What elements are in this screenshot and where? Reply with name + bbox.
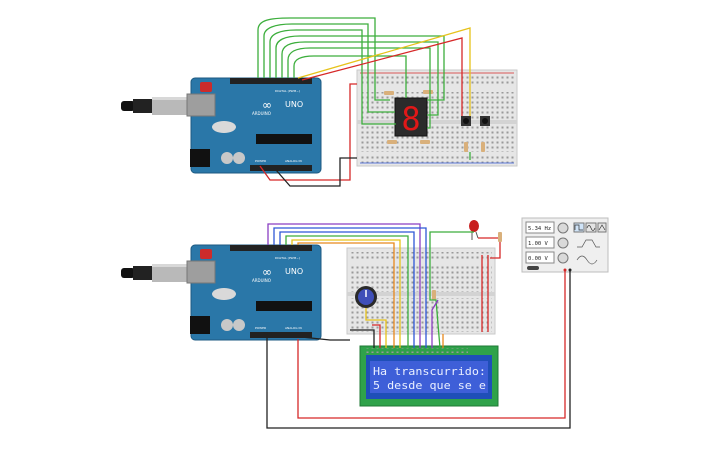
model-label: UNO (285, 267, 303, 276)
resistor-icon (387, 140, 397, 144)
resistor-icon (423, 90, 433, 94)
crystal-icon (212, 121, 236, 133)
sine-preview-icon (576, 255, 598, 265)
resistor-icon (481, 142, 485, 152)
arduino-uno-bottom[interactable]: ∞ UNO ARDUINO DIGITAL (PWM~) POWER ANALO… (186, 244, 322, 341)
wires-bottom (262, 223, 571, 429)
digital-label: DIGITAL (PWM~) (275, 89, 300, 93)
usb-port-icon (186, 260, 216, 284)
usb-cable-top[interactable] (121, 97, 190, 115)
usb-port-icon (186, 93, 216, 117)
lcd-pin-header (366, 348, 468, 353)
offset-knob[interactable] (557, 252, 569, 264)
resistor-icon (384, 91, 394, 95)
arduino-logo-icon: ∞ (262, 98, 272, 112)
digital-label: DIGITAL (PWM~) (275, 256, 300, 260)
amplitude-knob[interactable] (557, 237, 569, 249)
led-red[interactable] (469, 220, 479, 240)
pushbutton-cap-icon (463, 118, 469, 124)
lcd-line-2: 5 desde que se e (373, 379, 486, 392)
bottom-circuit: ∞ UNO ARDUINO DIGITAL (PWM~) POWER ANALO… (121, 217, 609, 429)
potentiometer[interactable] (355, 286, 377, 308)
power-switch[interactable] (527, 266, 539, 270)
breadboard-top[interactable] (356, 69, 518, 167)
frequency-display (525, 221, 555, 234)
power-label: POWER (255, 159, 266, 163)
power-label: POWER (255, 326, 266, 330)
lcd-line-1: Ha transcurrido: (373, 365, 486, 378)
analog-label: ANALOG IN (285, 326, 302, 330)
reset-button[interactable] (200, 249, 212, 259)
trapezoid-wave-icon (577, 239, 600, 248)
pushbutton-cap-icon (482, 118, 488, 124)
digital-header (230, 245, 312, 251)
capacitor-icon (233, 319, 245, 331)
resistor-icon (432, 290, 436, 300)
function-generator[interactable]: 5.34 Hz 1.00 V 0.00 V (521, 217, 609, 273)
resistor-icon (498, 232, 502, 242)
triangle-wave-icon (598, 224, 606, 231)
usb-cable-bottom[interactable] (121, 264, 190, 282)
offset-value: 0.00 V (528, 256, 549, 262)
brand-label: ARDUINO (252, 111, 271, 116)
offset-display (525, 251, 555, 264)
power-jack-icon (190, 316, 210, 334)
frequency-knob[interactable] (557, 222, 569, 234)
top-circuit: ∞ UNO ARDUINO DIGITAL (PWM~) POWER ANALO… (121, 17, 518, 187)
capacitor-icon (221, 319, 233, 331)
digital-header (230, 78, 312, 84)
resistor-icon (464, 142, 468, 152)
model-label: UNO (285, 100, 303, 109)
crystal-icon (212, 288, 236, 300)
sine-wave-icon (586, 225, 596, 231)
resistor-icon (420, 140, 430, 144)
triangle-wave-button[interactable] (597, 222, 607, 233)
segment-digit: 8 (401, 100, 420, 138)
atmega-chip-icon (256, 134, 312, 144)
breadboard-bottom[interactable] (346, 247, 496, 335)
brand-label: ARDUINO (252, 278, 271, 283)
capacitor-icon (221, 152, 233, 164)
power-analog-header (250, 165, 312, 171)
amplitude-value: 1.00 V (528, 241, 549, 247)
lcd-16x2[interactable]: Ha transcurrido: 5 desde que se e (359, 345, 499, 407)
reset-button[interactable] (200, 82, 212, 92)
wires-top (257, 17, 471, 187)
atmega-chip-icon (256, 301, 312, 311)
capacitor-icon (233, 152, 245, 164)
arduino-logo-icon: ∞ (262, 265, 272, 279)
seven-segment-display[interactable]: 8 (394, 97, 428, 138)
analog-label: ANALOG IN (285, 159, 302, 163)
arduino-uno-top[interactable]: ∞ UNO ARDUINO DIGITAL (PWM~) POWER ANALO… (186, 77, 322, 174)
amplitude-display (525, 236, 555, 249)
lcd-screen (370, 361, 488, 393)
square-wave-icon (574, 224, 583, 231)
power-jack-icon (190, 149, 210, 167)
frequency-value: 5.34 Hz (528, 226, 551, 232)
